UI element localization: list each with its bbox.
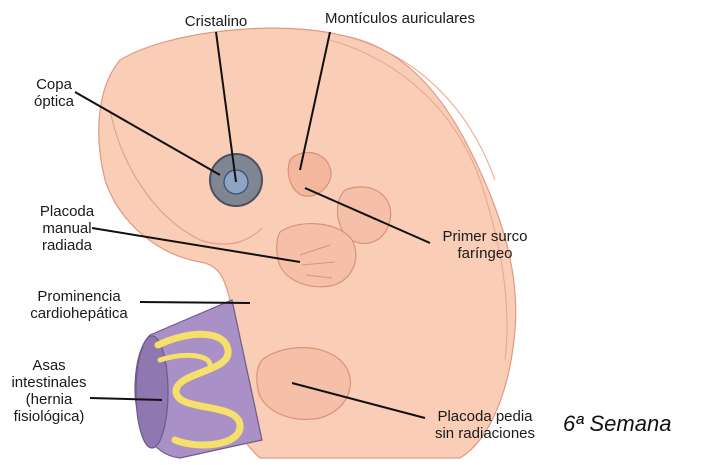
label-primer-surco: Primer surco faríngeo [430, 228, 540, 262]
label-copa-optica: Copa óptica [24, 76, 84, 110]
label-asas-intestinales: Asas intestinales (hernia fisiológica) [4, 357, 94, 425]
label-placoda-pedia: Placoda pedia sin radiaciones [420, 408, 550, 442]
label-prominencia: Prominencia cardiohepática [14, 288, 144, 322]
label-monticulos-auriculares: Montículos auriculares [300, 10, 500, 27]
leader-prominencia [140, 302, 250, 303]
caption-week: 6ª Semana [563, 411, 671, 437]
label-placoda-manual: Placoda manual radiada [27, 203, 107, 254]
hernia-cylinder-end [136, 336, 168, 448]
label-cristalino: Cristalino [168, 13, 264, 30]
foot-plate [257, 348, 351, 420]
